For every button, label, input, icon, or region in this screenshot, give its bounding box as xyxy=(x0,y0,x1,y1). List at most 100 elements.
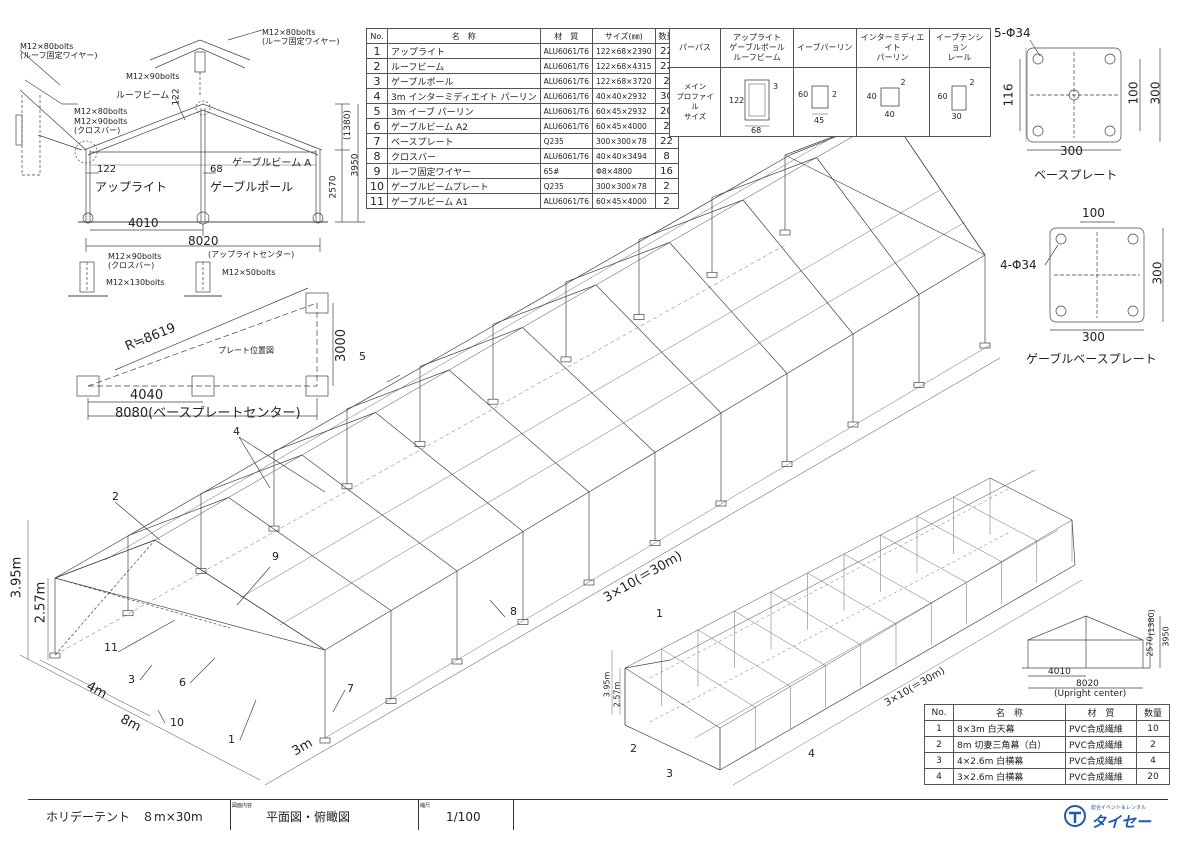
part-no: 2 xyxy=(366,58,388,74)
part-no: 11 xyxy=(366,193,388,209)
bolt-90-top: M12×90bolts xyxy=(126,72,180,81)
part-no: 7 xyxy=(366,133,388,149)
title-name-cell: ホリデーテント ８m×30m xyxy=(28,800,231,830)
callout-2: 2 xyxy=(112,490,119,503)
title-content-cell: 図面内容 平面図・俯瞰図 xyxy=(230,800,419,830)
dim-122: 122 xyxy=(97,164,117,175)
prof-inter-cell: 2 40 40 xyxy=(855,67,930,137)
part-no: 5 xyxy=(366,103,388,119)
callout-3: 3 xyxy=(128,673,135,686)
front-elevation xyxy=(15,29,365,297)
fabric-no: 3 xyxy=(924,752,954,769)
dim-eave-60: 60 xyxy=(798,90,809,99)
title-block: ホリデーテント ８m×30m 図面内容 平面図・俯瞰図 縮尺 1/100 総合イ… xyxy=(28,799,1168,831)
fabric-qty: 4 xyxy=(1136,752,1170,769)
callout-5: 5 xyxy=(359,350,366,363)
eave-profile-icon xyxy=(811,85,829,115)
gable-base-plate-label: ゲーブルベースプレート xyxy=(1026,352,1157,366)
profile-table: パーパス アップライト ゲーブルポール ルーフビーム イーブパーリン インターミ… xyxy=(669,28,991,137)
inter-profile-icon xyxy=(880,87,899,107)
mini-dim-2570: 2570 xyxy=(1145,636,1155,657)
mini-upright-center: (Upright center) xyxy=(1054,689,1127,699)
fabric-name: 8×3m 白天幕 xyxy=(953,720,1066,737)
profile-table-header: パーパス アップライト ゲーブルポール ルーフビーム イーブパーリン インターミ… xyxy=(669,28,991,68)
base-dim-116: 116 xyxy=(1001,83,1016,107)
part-material: 65# xyxy=(539,163,594,179)
company-tagline: 総合イベント＆レンタル xyxy=(1091,805,1147,811)
part-size: 122×68×3720 xyxy=(592,73,656,89)
company-logo: 総合イベント＆レンタル タイセー xyxy=(1063,802,1163,831)
drawing-content: 平面図・俯瞰図 xyxy=(266,810,351,824)
callout-11: 11 xyxy=(104,641,118,654)
fabric-qty: 2 xyxy=(1136,736,1170,753)
fabric-material: PVC合成繊維 xyxy=(1065,720,1137,737)
fabric-material: PVC合成繊維 xyxy=(1065,768,1137,785)
company-logo-icon xyxy=(1064,805,1086,827)
tension-profile-icon xyxy=(951,85,966,111)
gable-holes: 4-Φ34 xyxy=(1000,258,1037,272)
dim-main-3: 3 xyxy=(773,82,779,91)
fab-col-no: No. xyxy=(924,704,954,721)
mini-dim-4010: 4010 xyxy=(1048,667,1071,677)
part-size: 300×300×78 xyxy=(592,178,656,194)
part-size: 40×40×2932 xyxy=(592,88,656,104)
part-name: 3m イーブ パーリン xyxy=(387,103,541,119)
part-name: クロスバー xyxy=(387,148,541,164)
small-callout-4: 4 xyxy=(808,747,815,760)
part-material: ALU6061/T6 xyxy=(539,118,594,134)
part-name: ルーフビーム xyxy=(387,58,541,74)
bolt-80-left: M12×80bolts xyxy=(74,107,128,116)
base-dim-300-v: 300 xyxy=(1148,81,1163,105)
prof-col-purpose: パーパス xyxy=(669,28,721,68)
part-material: Q235 xyxy=(539,133,594,149)
fabric-qty: 10 xyxy=(1136,720,1170,737)
dim-3950: 3950 xyxy=(350,153,361,177)
fabric-table-header: No. 名 称 材 質 数量 xyxy=(924,704,1170,721)
gable-base-plate-drawing xyxy=(1044,221,1164,331)
dim-2570: 2570 xyxy=(328,175,339,199)
bolt-roof-wire-top: M12×80bolts (ルーフ固定ワイヤー) xyxy=(20,42,98,60)
bolt-130: M12×130bolts xyxy=(106,278,165,287)
gable-dim-100: 100 xyxy=(1082,206,1105,220)
part-name: アップライト xyxy=(387,43,541,59)
dim-8020: 8020 xyxy=(188,234,219,248)
fabric-qty: 20 xyxy=(1136,768,1170,785)
part-material: ALU6061/T6 xyxy=(539,103,594,119)
small-callout-1: 1 xyxy=(656,607,663,620)
fab-col-qty: 数量 xyxy=(1136,704,1170,721)
col-material: 材 質 xyxy=(539,28,594,44)
content-caption: 図面内容 xyxy=(232,803,253,809)
part-name: ゲーブルビーム A1 xyxy=(387,193,541,209)
part-size: 60×45×4000 xyxy=(592,193,656,209)
part-no: 3 xyxy=(366,73,388,89)
callout-1: 1 xyxy=(228,733,235,746)
dim-4040: 4040 xyxy=(130,388,164,403)
prof-col-eave: イーブパーリン xyxy=(793,28,857,68)
parts-table-header: No. 名 称 材 質 サイズ(㎜) 数量 xyxy=(366,28,679,44)
fabric-material: PVC合成繊維 xyxy=(1065,752,1137,769)
main-profile-icon xyxy=(744,79,770,127)
dim-3000: 3000 xyxy=(334,328,350,363)
upright-label: アップライト xyxy=(95,180,168,194)
bolt-roof-wire-right: M12×80bolts (ルーフ固定ワイヤー) xyxy=(262,28,340,46)
part-size: 300×300×78 xyxy=(592,133,656,149)
iso-frame-bays xyxy=(49,114,991,744)
roof-beam-label: ルーフビーム xyxy=(116,91,170,101)
callout-8: 8 xyxy=(510,605,517,618)
part-name: ゲーブルビームプレート xyxy=(387,178,541,194)
callout-4: 4 xyxy=(233,425,240,438)
company-name: タイセー xyxy=(1091,813,1152,831)
prof-main-cell: 3 122 68 xyxy=(720,67,794,137)
small-callout-3: 3 xyxy=(666,767,673,780)
small-height-395: 3.95m xyxy=(602,671,612,698)
